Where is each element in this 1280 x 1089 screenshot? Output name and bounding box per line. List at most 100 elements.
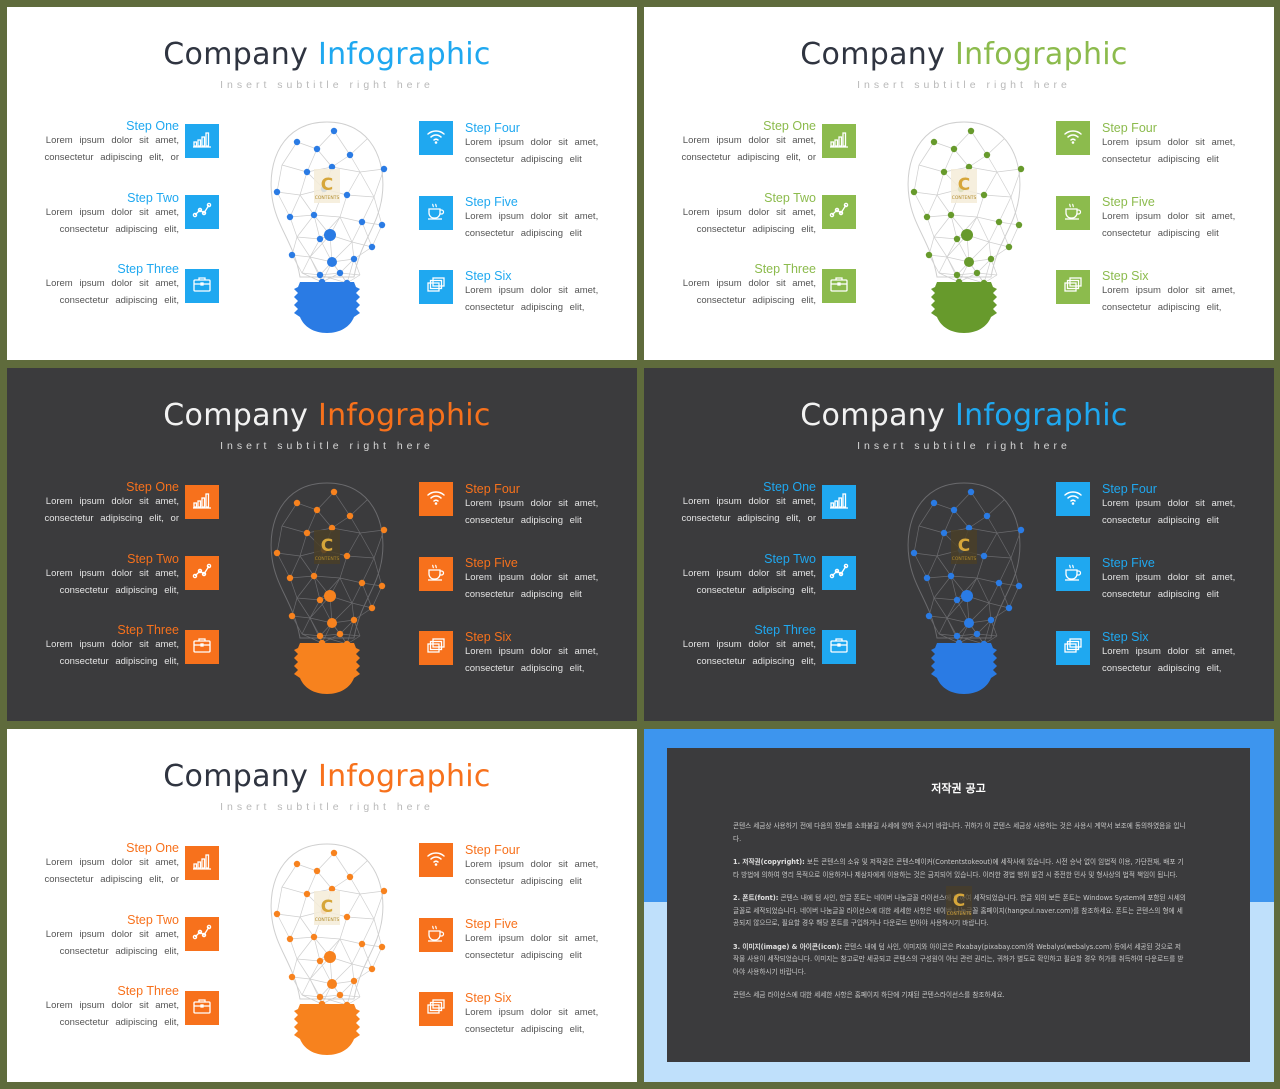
step-4: Step Four Lorem ipsum dolor sit amet, co… [1102,482,1267,529]
step-icon-box [822,269,856,303]
network-node [346,512,354,520]
coffee-cup-icon [426,562,446,587]
step-icon-box [185,124,219,158]
step-6: Step Six Lorem ipsum dolor sit amet, con… [1102,269,1267,316]
title-word-company: Company [800,398,946,433]
network-node [328,163,336,171]
network-node [973,269,981,277]
network-node [995,579,1003,587]
network-node [380,887,388,895]
step-icon-box [419,557,453,591]
step-name: Step Five [1102,556,1155,570]
line-chart-icon [192,561,212,586]
network-node [947,211,955,219]
step-icon-box [1056,196,1090,230]
step-description: Lorem ipsum dolor sit amet, consectetur … [465,211,599,239]
network-node [273,549,281,557]
network-node [1017,526,1025,534]
step-5: Step Five Lorem ipsum dolor sit amet, co… [1102,195,1267,242]
step-name: Step Five [1102,195,1155,209]
step-icon-box [419,196,453,230]
slide-title: Company Infographic [7,398,637,433]
line-chart-icon [192,200,212,225]
network-node [987,616,995,624]
step-description: Lorem ipsum dolor sit amet, consectetur … [465,285,599,313]
step-icon-box [822,124,856,158]
step-description: Lorem ipsum dolor sit amet, consectetur … [1102,285,1236,313]
step-icon-box [822,556,856,590]
step-6: Step Six Lorem ipsum dolor sit amet, con… [1102,630,1267,677]
contents-logo: C CONTENTS [946,886,972,925]
network-node [973,630,981,638]
network-node [380,526,388,534]
title-word-company: Company [163,759,309,794]
step-description: Lorem ipsum dolor sit amet, consectetur … [465,498,599,526]
notice-copyright-label: 1. 저작권(copyright): [733,858,805,866]
network-node [378,582,386,590]
network-node [368,243,376,251]
line-chart-icon [192,922,212,947]
network-node [313,145,321,153]
step-icon-box [419,270,453,304]
slide-title: Company Infographic [644,37,1274,72]
network-node [925,251,933,259]
bulb-base [931,282,997,333]
slide-subtitle: Insert subtitle right here [220,79,434,91]
title-word-company: Company [163,398,309,433]
svg-text:CONTENTS: CONTENTS [952,556,977,562]
step-description: Lorem ipsum dolor sit amet, consectetur … [465,137,599,165]
step-name: Step Two [764,191,816,205]
title-word-company: Company [163,37,309,72]
step-2: Step Two Lorem ipsum dolor sit amet, con… [651,191,816,238]
notice-title: 저작권 공고 [931,782,986,795]
step-name: Step Six [1102,630,1149,644]
network-node [953,235,961,243]
bar-chart-icon [192,490,212,515]
layers-icon [426,636,446,661]
step-description: Lorem ipsum dolor sit amet, consectetur … [465,933,599,961]
network-node [288,612,296,620]
step-description: Lorem ipsum dolor sit amet, consectetur … [45,207,179,235]
network-node [303,529,311,537]
svg-text:C: C [321,897,333,917]
step-name: Step One [763,119,816,133]
notice-card: 저작권 공고 콘텐스 세금상 사용하기 전에 다음의 정보를 소화불길 사세에 … [667,748,1250,1062]
step-name: Step Four [465,121,520,135]
bulb-base [294,282,360,333]
step-name: Step Six [1102,269,1149,283]
network-node [293,499,301,507]
network-node [965,163,973,171]
network-node [316,235,324,243]
slide-title: Company Infographic [7,37,637,72]
network-node [316,596,324,604]
step-icon-box [185,846,219,880]
line-chart-icon [829,200,849,225]
step-name: Step Three [754,623,816,637]
notice-image-text: 콘텐스 내에 텀 사인, 이미지와 아이콘은 Pixabay(pixabay.c… [733,942,1184,976]
wifi-icon [426,487,446,512]
coffee-cup-icon [1063,201,1083,226]
step-icon-box [419,992,453,1026]
network-node [950,506,958,514]
notice-image: 3. 이미지(image) & 아이콘(icon): 콘텐스 내에 텀 사인, … [733,941,1187,979]
svg-text:C: C [958,536,970,556]
network-node [343,191,351,199]
network-node [368,965,376,973]
svg-text:CONTENTS: CONTENTS [952,195,977,201]
network-node [316,632,324,640]
bar-chart-icon [829,490,849,515]
svg-text:CONTENTS: CONTENTS [315,195,340,201]
step-icon-box [419,843,453,877]
step-4: Step Four Lorem ipsum dolor sit amet, co… [465,843,630,890]
step-name: Step Three [754,262,816,276]
infographic-slide-1: Company Infographic Insert subtitle righ… [7,7,637,360]
network-node [313,867,321,875]
title-word-infographic: Infographic [317,398,491,433]
step-icon-box [1056,270,1090,304]
step-icon-box [185,269,219,303]
